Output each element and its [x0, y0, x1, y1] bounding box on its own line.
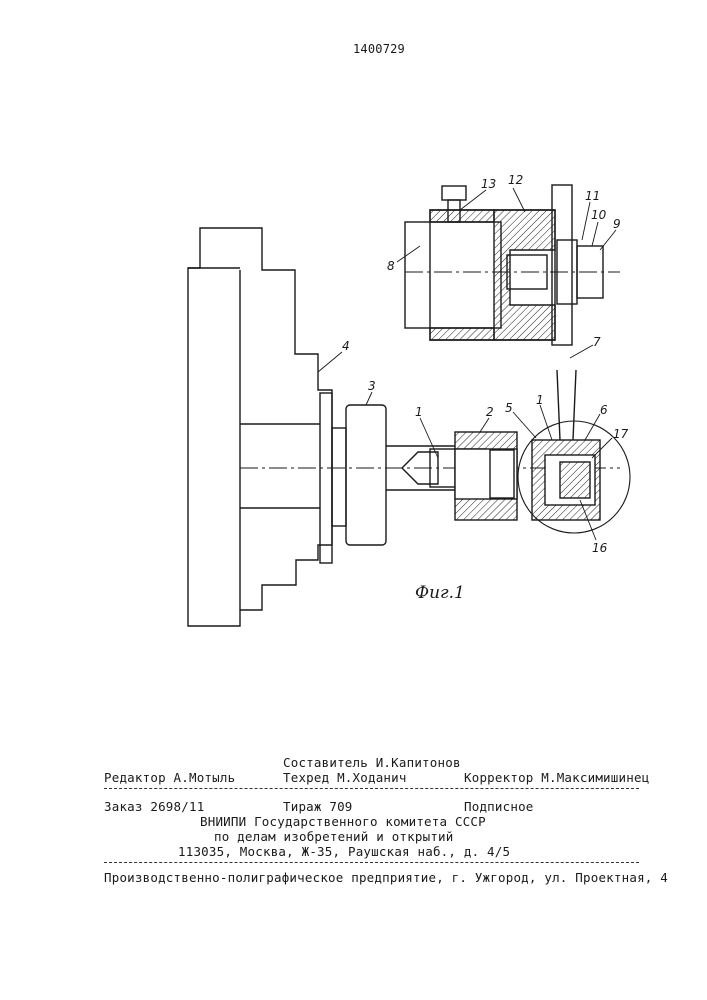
label-6: 6	[600, 403, 608, 417]
imprint-order: Заказ 2698/11	[104, 799, 204, 814]
imprint-editor: Редактор А.Мотыль	[104, 770, 235, 785]
machine-body-outline	[188, 228, 332, 626]
imprint-address: 113035, Москва, Ж-35, Раушская наб., д. …	[178, 844, 510, 859]
imprint-subscription: Подписное	[464, 799, 534, 814]
imprint-circulation: Тираж 709	[283, 799, 353, 814]
imprint-org-line2: по делам изобретений и открытий	[214, 829, 454, 844]
figure-caption: Фиг.1	[415, 583, 465, 603]
technical-drawing: 13 12 11 10 9 8 7 4 3 1 2 5 1 6 17 16 Фи…	[0, 0, 707, 700]
label-1b: 1	[536, 393, 544, 407]
imprint-tech-editor: Техред М.Ходанич	[283, 770, 407, 785]
label-8: 8	[387, 259, 395, 273]
label-5: 5	[505, 401, 513, 415]
label-17: 17	[613, 427, 629, 441]
divider-top	[104, 788, 639, 789]
label-7: 7	[593, 335, 601, 349]
label-12: 12	[508, 173, 523, 187]
imprint-proofreader: Корректор М.Максимишинец	[464, 770, 649, 785]
imprint-org-line1: ВНИИПИ Государственного комитета СССР	[200, 814, 486, 829]
label-11: 11	[585, 189, 600, 203]
part-8-shaft	[405, 222, 501, 328]
part-3-drum	[346, 405, 386, 545]
label-1a: 1	[415, 405, 423, 419]
part-12-housing	[494, 210, 555, 340]
imprint-compiler: Составитель И.Капитонов	[283, 755, 461, 770]
label-9: 9	[613, 217, 621, 231]
label-4: 4	[342, 339, 350, 353]
label-2: 2	[486, 405, 494, 419]
divider-bottom	[104, 862, 639, 863]
label-13: 13	[481, 177, 496, 191]
imprint-printer: Производственно-полиграфическое предприя…	[104, 870, 668, 885]
label-16: 16	[592, 541, 608, 555]
label-10: 10	[591, 208, 607, 222]
label-3: 3	[368, 379, 376, 393]
